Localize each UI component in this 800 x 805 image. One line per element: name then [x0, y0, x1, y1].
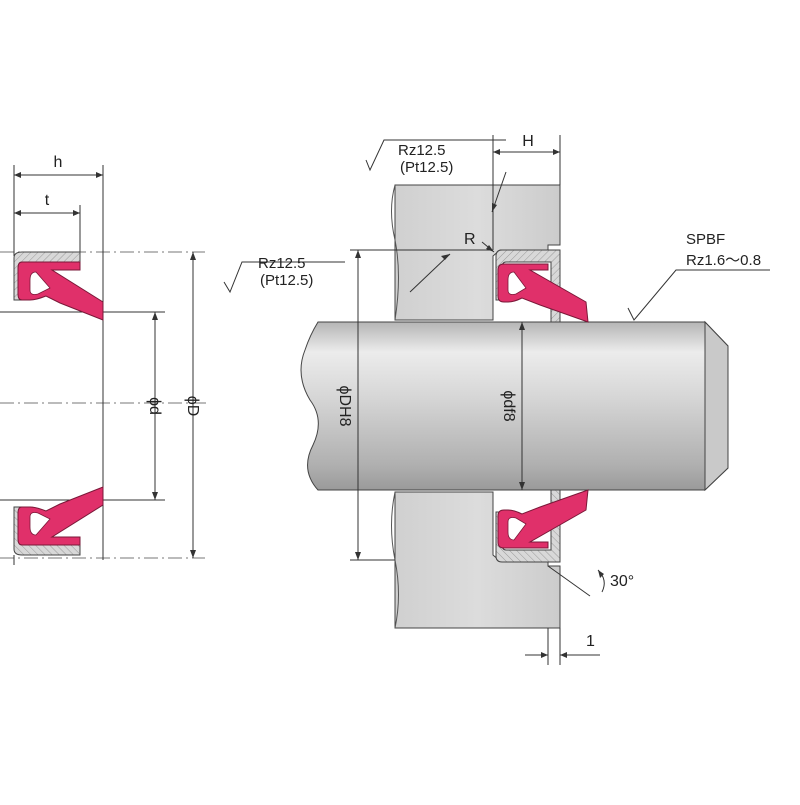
installation-view: H ϕDH8 ϕdf8 Rz12.5 (Pt12.5) Rz12.5 [223, 133, 770, 665]
dimension-D: ϕD [184, 252, 201, 558]
dimension-t: t [14, 192, 80, 216]
seal-profile-bottom [13, 486, 104, 556]
radius-callout: R [464, 231, 495, 253]
rz-left-line1: Rz12.5 [258, 255, 306, 272]
seal-groove [29, 512, 51, 536]
seal-groove [29, 271, 51, 295]
dimension-d: ϕd [146, 312, 163, 500]
dimension-chamfer: 1 [525, 633, 600, 658]
installed-seal-top [495, 249, 589, 323]
dimension-H: H [493, 133, 560, 155]
seal-lip [497, 263, 589, 323]
dimension-df8: ϕdf8 [500, 322, 525, 490]
surface-finish-left: Rz12.5 (Pt12.5) [223, 253, 451, 294]
seal-section: h t ϕd ϕD [0, 154, 210, 565]
rod-body [300, 321, 729, 491]
label-H: H [522, 133, 534, 150]
spbf-line2: Rz1.6～0.8 [686, 252, 761, 269]
rod-finish-callout: SPBF Rz1.6～0.8 [627, 231, 770, 321]
dimension-DH8: ϕDH8 [336, 250, 361, 560]
label-phi-df8: ϕdf8 [500, 390, 517, 421]
label-30deg: 30° [610, 573, 634, 590]
surface-finish-top: Rz12.5 (Pt12.5) [365, 139, 507, 213]
seal-profile-top [13, 251, 104, 321]
installed-seal-bottom [495, 489, 589, 563]
angle-dimension: 30° [597, 569, 634, 593]
housing-bottom [394, 491, 561, 629]
dimension-h: h [14, 154, 103, 178]
label-R: R [464, 231, 476, 248]
rz-top-line2: (Pt12.5) [400, 159, 453, 176]
spbf-line1: SPBF [686, 231, 725, 248]
label-phi-DH8: ϕDH8 [336, 386, 353, 427]
label-phi-D: ϕD [184, 396, 201, 417]
label-phi-d: ϕd [146, 397, 163, 415]
seal-lip [497, 489, 589, 549]
rz-top-line1: Rz12.5 [398, 142, 446, 159]
label-t: t [45, 192, 50, 209]
rz-left-line2: (Pt12.5) [260, 272, 313, 289]
label-chamfer-1: 1 [586, 633, 595, 650]
rod [300, 320, 729, 492]
label-h: h [54, 154, 63, 171]
